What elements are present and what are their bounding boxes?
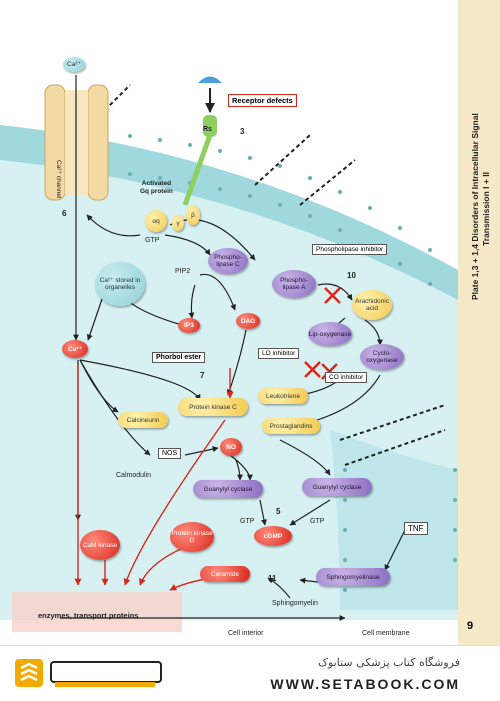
- g-alpha-label: αq: [152, 217, 160, 225]
- receptor: [203, 115, 217, 137]
- ceramide: Ceramide: [200, 566, 250, 582]
- leukotriene: Leukotriene: [258, 388, 308, 404]
- plate-title: Plate 1,3 + 1,4 Disorders of Intracellul…: [470, 113, 492, 300]
- membrane-right: [330, 430, 458, 610]
- plate-title-line1: Plate 1,3 + 1,4 Disorders of Intracellul…: [470, 113, 480, 300]
- ip3-label: IP3: [184, 322, 194, 329]
- lipoxygenase: Lip-oxygenase: [308, 322, 352, 346]
- ca-channel: [44, 84, 109, 201]
- calmodulin-label: Calmodulin: [116, 472, 152, 479]
- enzymes-box: [12, 592, 182, 632]
- ceramide-label: Ceramide: [210, 570, 240, 578]
- gtp-2: GTP: [240, 518, 255, 525]
- cgmp: cGMP: [254, 526, 292, 546]
- phospholipase-inhibitor-box: Phospholipase inhibitor: [312, 244, 388, 255]
- cyclooxygenase: Cyclo-oxygenase: [360, 344, 404, 370]
- title-sidebar: Plate 1,3 + 1,4 Disorders of Intracellul…: [458, 0, 500, 645]
- num-5: 5: [276, 507, 281, 516]
- cell-membrane-label: Cell membrane: [362, 630, 410, 637]
- cam-kinase: CaM kinase: [80, 530, 120, 560]
- arrows-black: [60, 75, 406, 621]
- num-3: 3: [240, 127, 245, 136]
- guanylyl-cyclase-1: Guanylyl cyclase: [193, 480, 263, 498]
- no: NO: [220, 438, 242, 456]
- pla-label: Phospho-lipase A: [280, 277, 308, 291]
- num-7: 7: [200, 371, 205, 380]
- nos-box: NOS: [158, 448, 182, 459]
- num-11: 11: [268, 574, 277, 583]
- num-10: 10: [347, 271, 356, 280]
- prostaglandins: Prostaglandins: [262, 418, 320, 434]
- ca-stored-label: Ca²⁺ stored in organelles: [99, 277, 141, 291]
- guanylyl-cyclase-2: Guanylyl cyclase: [302, 478, 372, 496]
- phospholipase-a: Phospho-lipase A: [272, 270, 316, 298]
- footer-persian-text: فروشگاه کتاب پزشکی ستابوک: [318, 656, 460, 669]
- diagram-canvas: [0, 75, 458, 632]
- plc-label: Phospho-lipase C: [214, 254, 242, 268]
- activated-g-line2: Gq protein: [140, 188, 173, 195]
- footer-banner: فروشگاه کتاب پزشکی ستابوک WWW.SETABOOK.C…: [0, 645, 500, 701]
- ca-main: Ca²⁺: [62, 340, 88, 358]
- sphingomyelinase-label: Sphingomyelinase: [326, 573, 380, 581]
- footer-website[interactable]: WWW.SETABOOK.COM: [270, 676, 460, 692]
- gc1-label: Guanylyl cyclase: [203, 485, 253, 493]
- ca-channel-label: Ca²⁺ channel: [55, 160, 62, 199]
- receptor-defects-box: Receptor defects: [228, 94, 297, 107]
- dag-label: DAG: [240, 317, 256, 325]
- co-inhibitor-box: CO inhibitor: [325, 372, 368, 383]
- g-gamma-label: γ: [176, 219, 180, 227]
- leukotriene-label: Leukotriene: [266, 392, 300, 400]
- protein-kinase-c: Protein kinase C: [178, 398, 248, 416]
- ip3: IP3: [178, 318, 200, 333]
- membrane-dots: [98, 130, 457, 592]
- plate-title-line2: Transmission I + II: [481, 172, 491, 246]
- camk-label: CaM kinase: [82, 541, 118, 549]
- gtp-3: GTP: [310, 518, 325, 525]
- page-number: 9: [467, 620, 474, 632]
- lipoxygenase-label: Lip-oxygenase: [308, 330, 352, 338]
- arachidonic-acid: Arachidonic acid: [352, 290, 392, 320]
- phospholipase-c: Phospho-lipase C: [208, 248, 248, 274]
- pip2-label: PIP2: [175, 268, 191, 275]
- enzymes-label: enzymes, transport proteins: [38, 611, 139, 620]
- rs-label: Rs: [203, 126, 212, 133]
- cgmp-label: cGMP: [263, 532, 283, 540]
- gc2-label: Guanylyl cyclase: [312, 483, 362, 491]
- gtp-1: GTP: [145, 237, 160, 244]
- g-alpha: αq: [145, 210, 167, 232]
- calcineurin: Calcineurin: [118, 412, 168, 428]
- setabook-logo: [15, 659, 162, 687]
- ca-main-label: Ca²⁺: [68, 345, 82, 353]
- protein-kinase-g: Protein kinase G: [170, 522, 214, 552]
- pkg-label: Protein kinase G: [171, 530, 213, 544]
- no-label: NO: [226, 443, 236, 451]
- sphingomyelinase: Sphingomyelinase: [316, 568, 390, 586]
- cyclooxygenase-label: Cyclo-oxygenase: [366, 350, 398, 364]
- g-gamma: γ: [172, 215, 184, 231]
- num-6: 6: [62, 209, 67, 218]
- ligand: [198, 76, 222, 83]
- activated-g-line1: Activated: [141, 180, 172, 187]
- calcineurin-label: Calcineurin: [126, 416, 160, 424]
- cell-interior-label: Cell interior: [228, 630, 264, 637]
- phorbol-ester-box: Phorbol ester: [152, 352, 206, 363]
- tnf-box: TNF: [404, 522, 428, 535]
- ca-stored: Ca²⁺ stored in organelles: [95, 262, 145, 306]
- dag: DAG: [236, 313, 260, 329]
- ca-top-label: Ca²⁺: [67, 61, 81, 68]
- ca-top-ion: Ca²⁺: [63, 57, 85, 72]
- arachidonic-label: Arachidonic acid: [355, 298, 389, 312]
- sphingomyelin-label: Sphingomyelin: [272, 600, 318, 607]
- prostaglandins-label: Prostaglandins: [269, 422, 313, 430]
- pkc-label: Protein kinase C: [189, 403, 237, 411]
- membrane-top: [0, 125, 458, 300]
- g-beta: β: [186, 205, 200, 225]
- lo-inhibitor-box: LO inhibitor: [258, 348, 300, 359]
- g-beta-label: β: [191, 211, 195, 219]
